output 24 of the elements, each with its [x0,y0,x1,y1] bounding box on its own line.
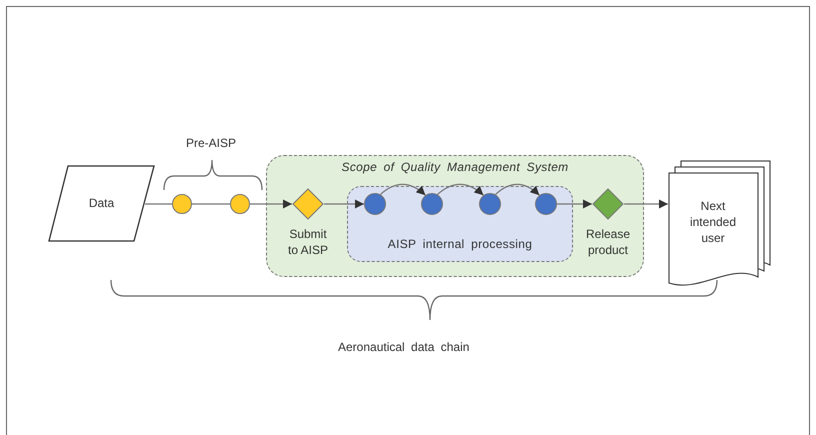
node-text: Next intended user [688,198,738,246]
connector-arrow [495,184,540,196]
process-circle [535,193,557,215]
group-title: Scope of Quality Management System [340,160,570,174]
dashed-group-box [266,155,644,277]
connector-arrow [437,184,484,196]
node-text: Data [88,195,114,212]
group-title: AISP internal processing [386,237,534,251]
connector-arrow [557,200,592,208]
process-circle [479,193,501,215]
connector-arrow [250,200,292,208]
process-circle [230,194,250,214]
data-parallelogram [48,165,155,242]
process-circle [364,193,386,215]
connector-arrow [380,184,426,196]
node-text: Submit to AISP [286,226,330,258]
connector-arrow [324,200,364,208]
node-text: Release product [584,226,632,258]
connector-arrow [624,200,668,208]
bracket-label: Aeronautical data chain [338,340,470,354]
bracket-label: Pre-AISP [186,136,236,150]
process-circle [172,194,192,214]
dashed-group-box [347,186,573,262]
process-circle [421,193,443,215]
